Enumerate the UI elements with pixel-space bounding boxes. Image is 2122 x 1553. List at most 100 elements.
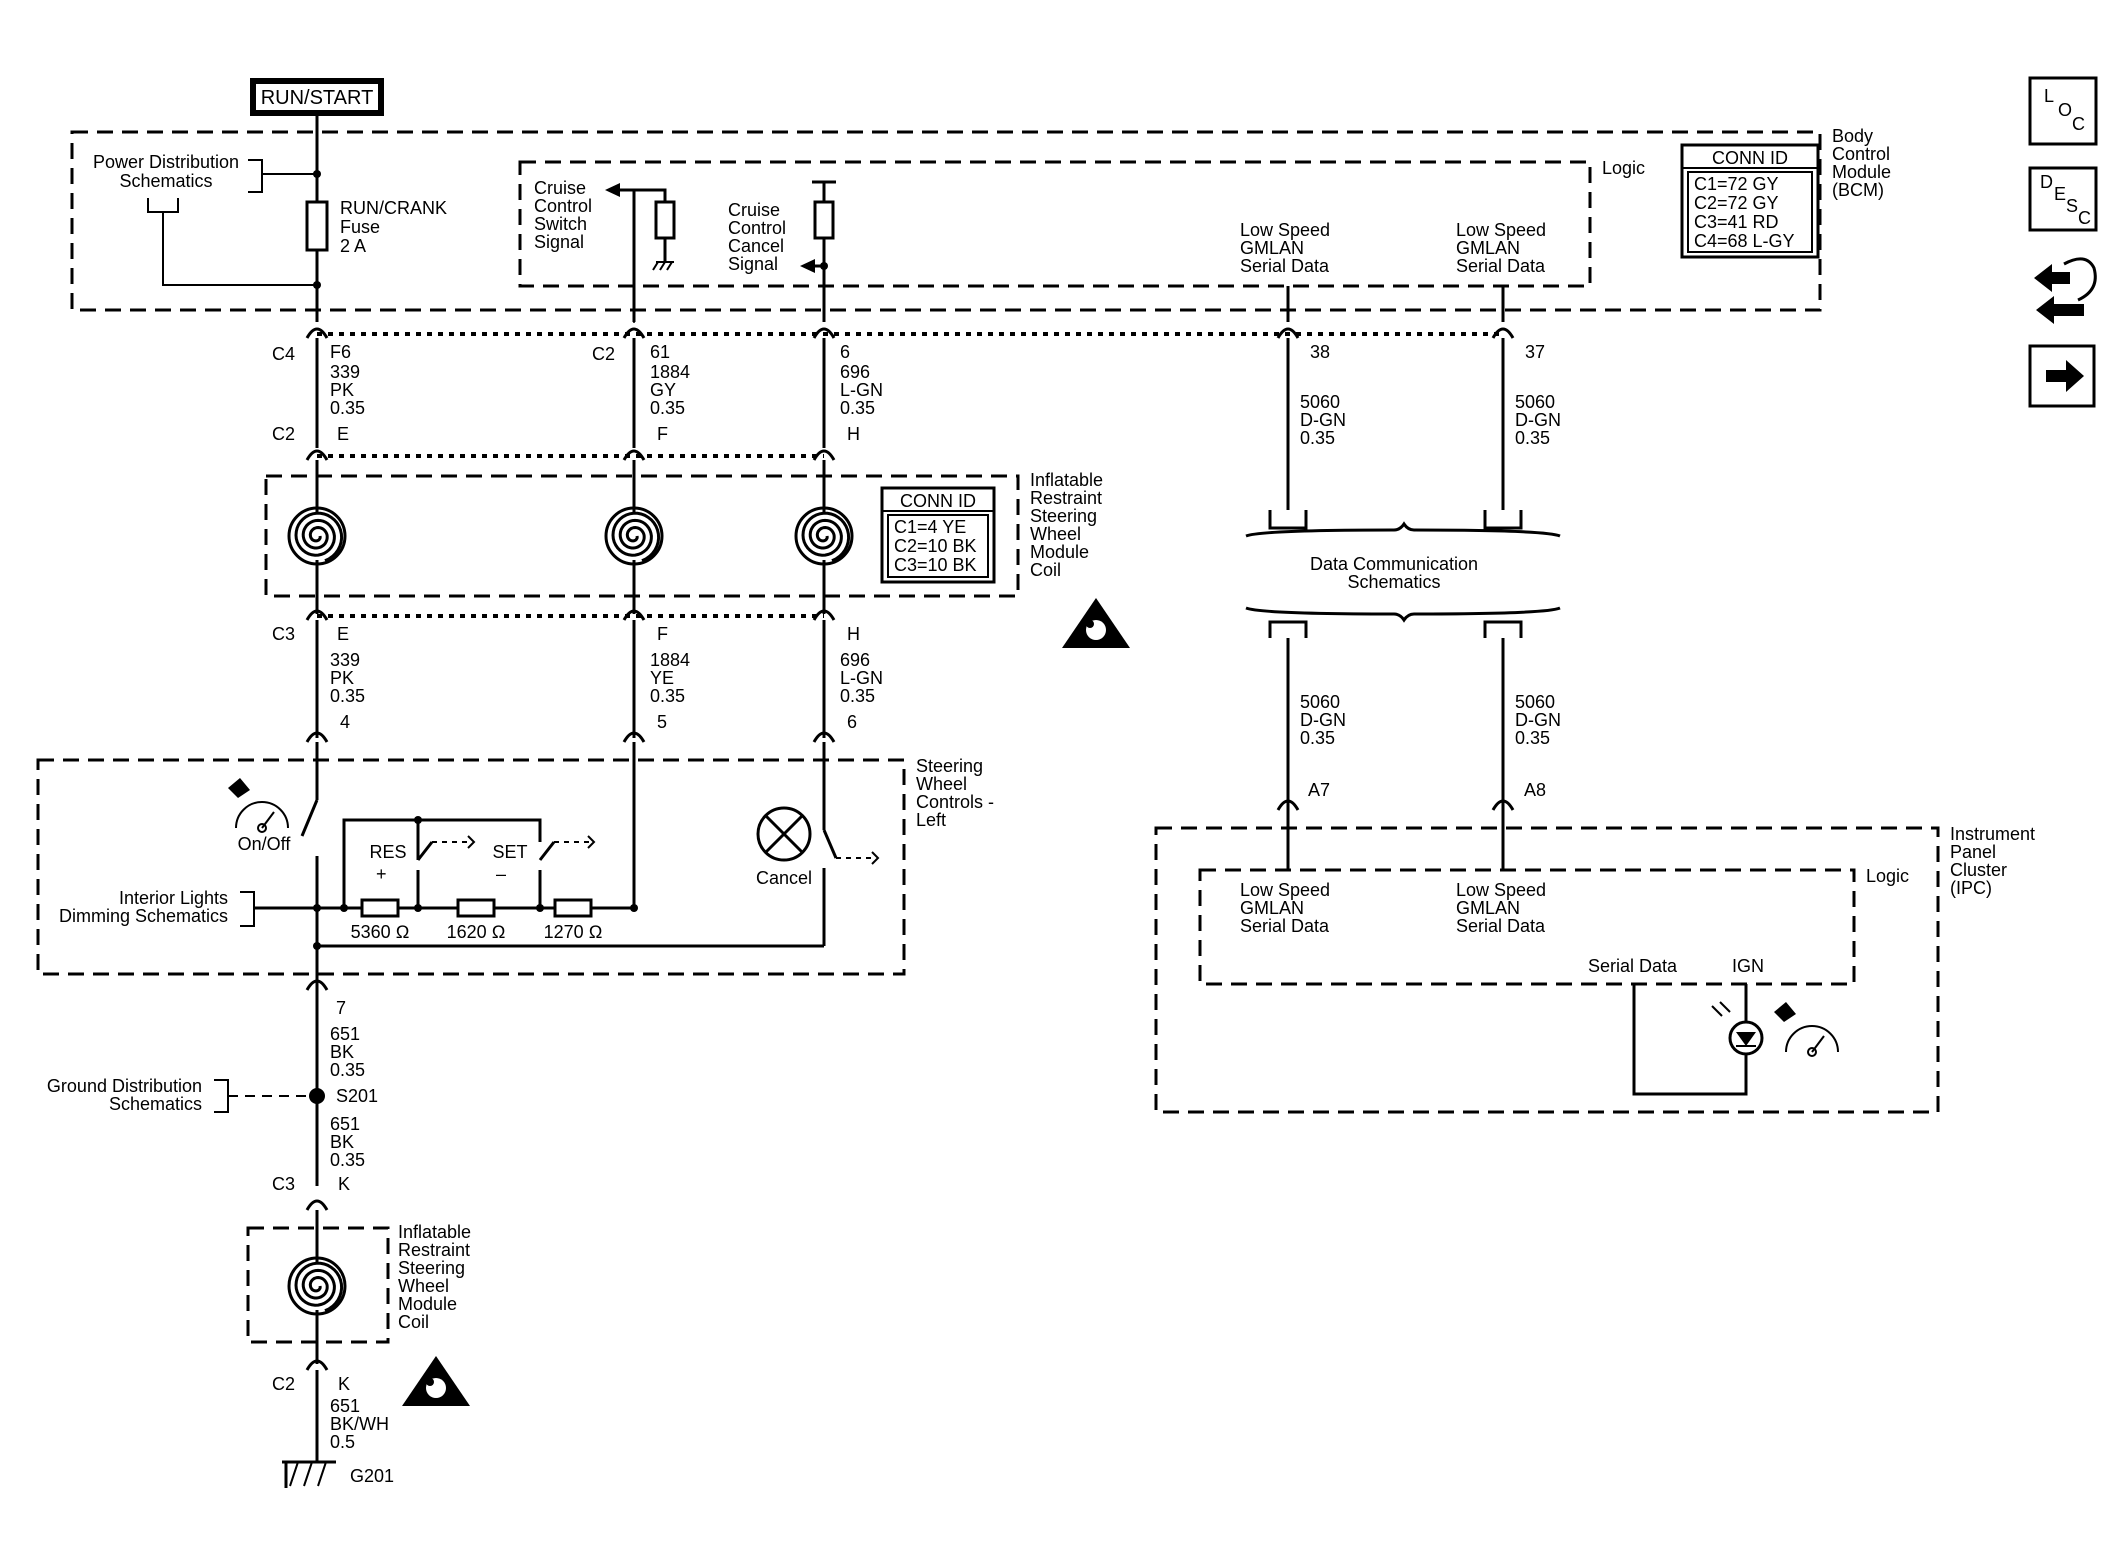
svg-text:BK: BK [330, 1132, 354, 1152]
svg-text:Serial Data: Serial Data [1456, 916, 1546, 936]
svg-text:H: H [847, 624, 860, 644]
svg-text:0.5: 0.5 [330, 1432, 355, 1452]
svg-text:Serial Data: Serial Data [1240, 256, 1330, 276]
svg-text:Panel: Panel [1950, 842, 1996, 862]
svg-text:Module: Module [398, 1294, 457, 1314]
svg-text:RUN/CRANK: RUN/CRANK [340, 198, 447, 218]
svg-text:0.35: 0.35 [840, 398, 875, 418]
wire-651-c-label: 651 BK/WH 0.5 [330, 1396, 389, 1452]
svg-text:6: 6 [840, 342, 850, 362]
svg-text:Signal: Signal [534, 232, 584, 252]
svg-text:0.35: 0.35 [1515, 728, 1550, 748]
svg-text:Restraint: Restraint [1030, 488, 1102, 508]
svg-text:2 A: 2 A [340, 236, 366, 256]
svg-text:Body: Body [1832, 126, 1873, 146]
ipc-gmlan-a-label: Low Speed GMLAN Serial Data [1240, 880, 1330, 936]
svg-text:F6: F6 [330, 342, 351, 362]
set-switch[interactable] [538, 835, 596, 908]
coil-conn-id: CONN ID C1=4 YE C2=10 BK C3=10 BK [880, 486, 996, 584]
svg-text:0.35: 0.35 [330, 1150, 365, 1170]
svg-text:F: F [657, 424, 668, 444]
ground-c3-connector: C3 K [272, 1174, 350, 1211]
wire-339-lower-label: 339 PK 0.35 [330, 650, 365, 706]
svg-text:K: K [338, 1174, 350, 1194]
coil-c2-connectors [305, 449, 836, 461]
svg-text:61: 61 [650, 342, 670, 362]
svg-text:0.35: 0.35 [1300, 728, 1335, 748]
can-wire-d-label: 5060 D-GN 0.35 [1515, 692, 1561, 748]
svg-text:BK: BK [330, 1042, 354, 1062]
svg-text:5060: 5060 [1515, 692, 1555, 712]
ground-pin-7: 7 [305, 979, 346, 1018]
svg-text:651: 651 [330, 1114, 360, 1134]
svg-text:C: C [2072, 114, 2085, 134]
data-link-top [1245, 510, 1561, 538]
svg-text:+: + [376, 864, 387, 884]
svg-text:E: E [2054, 184, 2066, 204]
wire-696-lower-label: 696 L-GN 0.35 [840, 650, 883, 706]
svg-text:PK: PK [330, 668, 354, 688]
resistor-ladder [360, 898, 593, 918]
run-crank-fuse [305, 200, 329, 252]
svg-text:Switch: Switch [534, 214, 587, 234]
svg-text:4: 4 [340, 712, 350, 732]
svg-text:5060: 5060 [1300, 692, 1340, 712]
bcm-gmlan-b-label: Low Speed GMLAN Serial Data [1456, 220, 1546, 276]
connector-c4-label: C4 [272, 344, 295, 364]
g201-label: G201 [350, 1466, 394, 1486]
svg-text:E: E [337, 624, 349, 644]
svg-text:Schematics: Schematics [1347, 572, 1440, 592]
data-communication-ref[interactable]: Data Communication Schematics [1310, 554, 1478, 592]
res-label: RES [369, 842, 406, 862]
svg-text:C4=68 L-GY: C4=68 L-GY [1694, 231, 1795, 251]
ground-c2-connector: C2 K [272, 1359, 350, 1394]
pin-37-label: 37 [1525, 342, 1545, 362]
svg-text:Low Speed: Low Speed [1456, 220, 1546, 240]
svg-text:C3=10 BK: C3=10 BK [894, 555, 977, 575]
run-start-box: RUN/START [250, 78, 384, 116]
splice-label: S201 [336, 1086, 378, 1106]
interior-lights-ref[interactable]: Interior Lights Dimming Schematics [59, 888, 228, 926]
can-wire-b-label: 5060 D-GN 0.35 [1515, 392, 1561, 448]
ground-icon [652, 261, 674, 271]
svg-text:Restraint: Restraint [398, 1240, 470, 1260]
resistor-values: 5360 Ω 1620 Ω 1270 Ω [351, 922, 603, 942]
ipc-title: Instrument Panel Cluster (IPC) [1950, 824, 2035, 898]
swc-title: Steering Wheel Controls - Left [916, 756, 994, 830]
fuse-label: RUN/CRANK Fuse 2 A [340, 198, 447, 256]
cancel-lamp-icon [756, 806, 812, 862]
svg-text:339: 339 [330, 650, 360, 670]
cruise-gauge-icon [228, 778, 289, 833]
svg-text:S: S [2066, 196, 2078, 216]
svg-text:F: F [657, 624, 668, 644]
svg-text:(IPC): (IPC) [1950, 878, 1992, 898]
svg-text:Serial Data: Serial Data [1456, 256, 1546, 276]
svg-text:D-GN: D-GN [1300, 410, 1346, 430]
splice-s201 [309, 1088, 325, 1104]
svg-text:Power Distribution: Power Distribution [93, 152, 239, 172]
ground-distribution-ref[interactable]: Ground Distribution Schematics [47, 1076, 202, 1114]
coil-c3-connectors [305, 609, 836, 621]
svg-text:Fuse: Fuse [340, 217, 380, 237]
next-page-button[interactable] [2028, 344, 2096, 408]
svg-text:696: 696 [840, 650, 870, 670]
ipc-pins: A7 A8 [1276, 780, 1546, 811]
svg-text:Controls -: Controls - [916, 792, 994, 812]
description-view-button[interactable]: D E S C [2028, 166, 2098, 232]
bcm-title: Body Control Module (BCM) [1832, 126, 1891, 200]
can-wire-a-label: 5060 D-GN 0.35 [1300, 392, 1346, 448]
power-distribution-ref[interactable]: Power Distribution Schematics [93, 152, 239, 191]
ipc-logic-box [1198, 868, 1856, 986]
wire-1884-lower-label: 1884 YE 0.35 [650, 650, 690, 706]
connector-swap-icon[interactable] [2034, 257, 2097, 324]
arrow-icon [800, 259, 815, 273]
svg-text:Signal: Signal [728, 254, 778, 274]
cancel-switch[interactable] [822, 742, 880, 946]
svg-text:GMLAN: GMLAN [1456, 238, 1520, 258]
svg-text:0.35: 0.35 [650, 398, 685, 418]
location-view-button[interactable]: L O C [2028, 76, 2098, 146]
svg-text:Wheel: Wheel [398, 1276, 449, 1296]
svg-text:C3: C3 [272, 1174, 295, 1194]
res-switch[interactable] [416, 835, 476, 908]
